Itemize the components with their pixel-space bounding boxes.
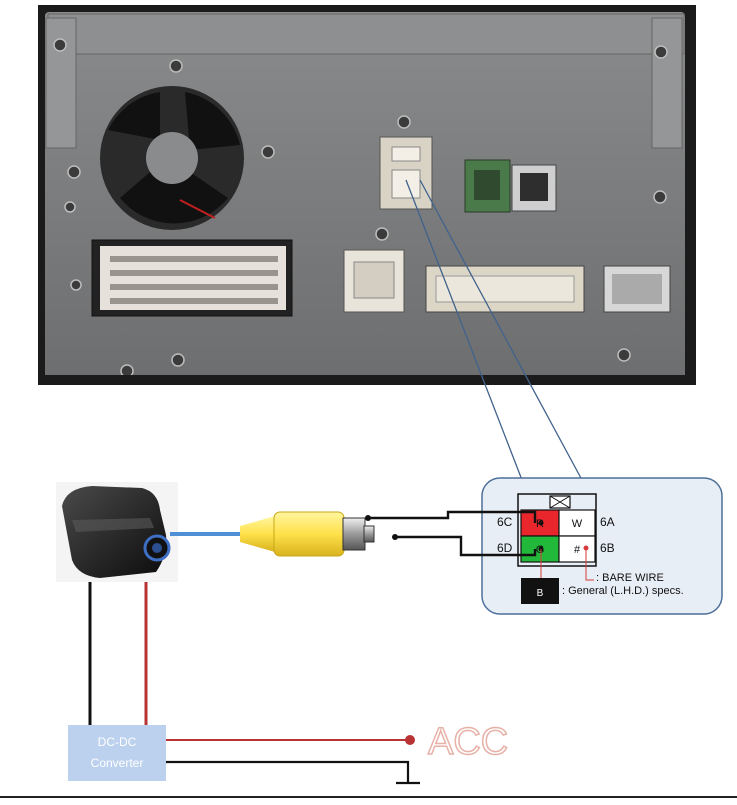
acc-wire [166,735,415,745]
converter-label-line2: Converter [91,756,144,770]
pin-6b [558,535,596,563]
bare-wire-label: : BARE WIRE [596,572,664,584]
rca-plug-icon [240,511,398,557]
pin-6a [558,509,596,537]
pin-6b-label: 6B [600,541,615,555]
acc-label: ACC [428,721,508,763]
backup-camera-icon [56,482,178,582]
pin-6b-code: # [574,544,581,556]
board-connector-icon [464,159,557,213]
connector-pinout-callout: R W G # 6C 6A 6D 6B : BARE WIRE B : Gene… [481,477,723,615]
zoom-lines [405,179,583,481]
pin-6a-code: W [572,518,583,530]
cooling-fan-icon [100,86,244,230]
signal-wires [368,510,537,557]
camera-input-connector-icon [379,136,433,210]
pin-6d-label: 6D [497,541,513,555]
main-harness-connector-icon [91,239,293,317]
legend-text: : General (L.H.D.) specs. [562,585,684,597]
pin-6a-label: 6A [600,515,615,529]
pin-6c-label: 6C [497,515,513,529]
head-unit-rear-icon [38,5,696,385]
dc-dc-converter: DC-DC Converter [68,725,166,781]
converter-label-line1: DC-DC [98,735,137,749]
legend-swatch [521,578,559,604]
legend-swatch-text: B [537,588,544,599]
ground-symbol-icon [166,760,420,785]
